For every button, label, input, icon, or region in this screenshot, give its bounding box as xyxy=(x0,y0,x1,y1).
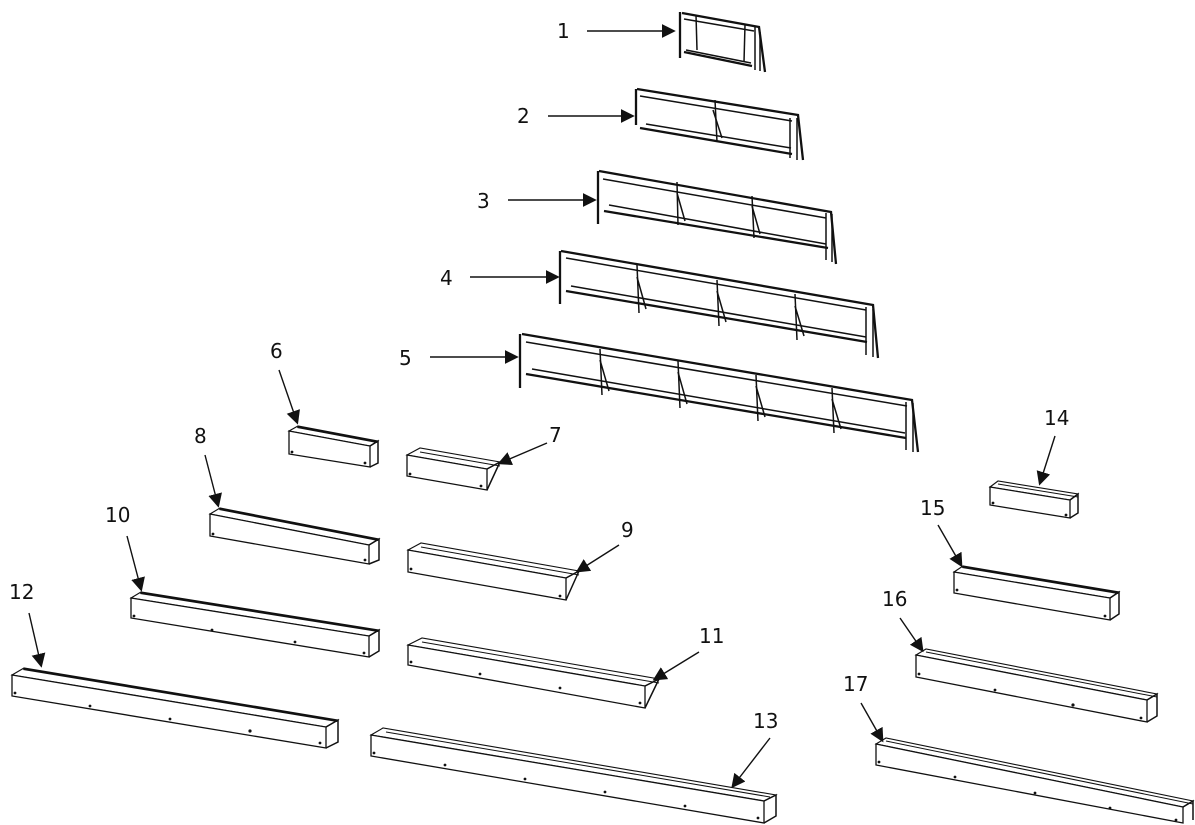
frame-5 xyxy=(518,332,920,453)
shelf-16 xyxy=(914,648,1159,723)
callout-labels: 1 2 3 4 5 6 7 8 9 10 11 12 13 14 15 16 1… xyxy=(9,19,1069,733)
callout-label-13: 13 xyxy=(753,709,778,733)
shelf-11 xyxy=(406,637,661,709)
callout-label-4: 4 xyxy=(440,266,453,290)
callout-label-2: 2 xyxy=(517,104,530,128)
callout-label-9: 9 xyxy=(621,518,634,542)
callout-label-11: 11 xyxy=(699,624,724,648)
leader-13 xyxy=(731,737,771,789)
callout-label-3: 3 xyxy=(477,189,490,213)
leader-16 xyxy=(899,617,924,653)
frame-3 xyxy=(596,169,838,265)
callout-label-8: 8 xyxy=(194,424,207,448)
shelf-8 xyxy=(208,507,381,565)
shelf-15 xyxy=(952,565,1121,621)
callout-label-5: 5 xyxy=(399,346,412,370)
leader-8 xyxy=(204,454,222,508)
leader-lines xyxy=(28,24,1056,789)
leader-14 xyxy=(1036,435,1056,486)
leader-12 xyxy=(28,612,46,668)
leader-6 xyxy=(278,369,300,425)
frame-4 xyxy=(558,249,880,359)
shelf-14 xyxy=(988,480,1080,519)
callout-label-14: 14 xyxy=(1044,406,1069,430)
shelf-12 xyxy=(10,667,340,749)
leader-9 xyxy=(575,544,620,573)
leader-17 xyxy=(860,702,884,743)
shelf-6 xyxy=(287,425,380,468)
callout-label-15: 15 xyxy=(920,496,945,520)
callout-label-7: 7 xyxy=(549,423,562,447)
shelf-9 xyxy=(406,542,581,601)
shelf-13 xyxy=(369,727,778,824)
frame-2 xyxy=(634,87,805,161)
callout-label-12: 12 xyxy=(9,580,34,604)
shelf-10 xyxy=(129,591,381,658)
leader-7 xyxy=(497,442,548,466)
shelf-17 xyxy=(874,737,1195,824)
leader-11 xyxy=(652,651,700,681)
callout-label-6: 6 xyxy=(270,339,283,363)
callout-label-10: 10 xyxy=(105,503,130,527)
callout-label-16: 16 xyxy=(882,587,907,611)
frame-1 xyxy=(678,11,767,73)
leader-10 xyxy=(126,535,145,592)
leader-15 xyxy=(937,524,963,568)
callout-label-17: 17 xyxy=(843,672,868,696)
callout-label-1: 1 xyxy=(557,19,570,43)
shelf-7 xyxy=(405,447,502,491)
